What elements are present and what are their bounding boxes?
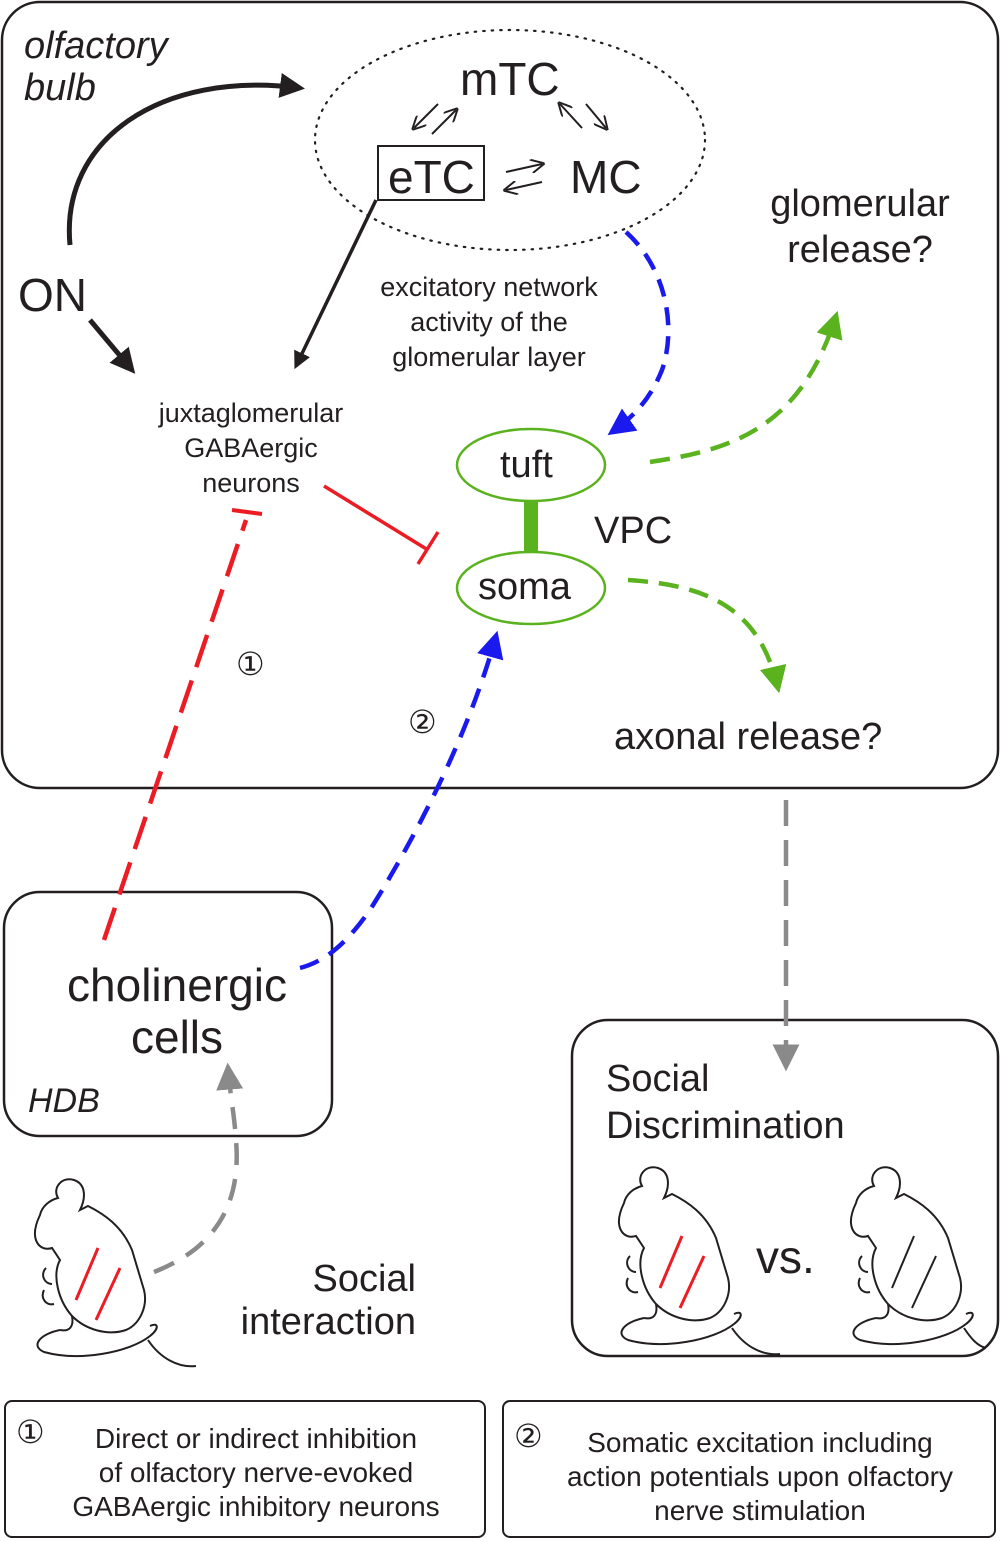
mtc-mc-reciprocal-arrows [560, 104, 606, 128]
olfactory-bulb-label: olfactory bulb [24, 25, 168, 109]
social-discrimination-label: Social Discrimination [606, 1058, 845, 1148]
vpc-dendrite [524, 501, 538, 552]
juxtaglomerular-label: juxtaglomerular GABAergic neurons [158, 398, 344, 499]
olfactory-bulb-box [0, 0, 1000, 790]
marker-2: ② [408, 703, 437, 741]
legend-text-2: Somatic excitation including action pote… [566, 1427, 954, 1527]
legend-marker-1: ① [16, 1413, 45, 1451]
soma-axonal-release-arrow [627, 577, 787, 694]
glomerular-network-ellipse [313, 28, 707, 252]
rat-discrimination-left [618, 1166, 781, 1356]
rat-discrimination-right [850, 1166, 987, 1349]
inhibition-bar-soma [416, 531, 440, 565]
on-to-mtc-arrow [66, 73, 305, 246]
axonal-release-label: axonal release? [614, 716, 883, 758]
rat-social-interaction-stripes [74, 1247, 122, 1321]
interaction-to-cholinergic-arrow [153, 1062, 244, 1275]
on-label: ON [18, 269, 87, 321]
social-interaction-label: Social interaction [240, 1258, 416, 1344]
etc-mc-reciprocal-arrows [506, 164, 542, 190]
hdb-label: HDB [28, 1082, 100, 1120]
mc-label: MC [570, 151, 642, 203]
mtc-etc-reciprocal-arrows [414, 103, 456, 135]
tuft-glomerular-release-arrow [649, 310, 843, 465]
etc-label: eTC [388, 151, 475, 203]
inhibition-bar-juxtaglomerular [231, 508, 263, 516]
mc-to-tuft-excitation-arrow [607, 230, 671, 436]
legend-marker-2: ② [514, 1417, 543, 1455]
network-activity-label: excitatory network activity of the glome… [380, 272, 598, 373]
etc-to-juxtaglomerular-arrow [294, 199, 378, 370]
legend-box-1: ① Direct or indirect inhibition of olfac… [4, 1400, 486, 1538]
rat-social-interaction [34, 1178, 197, 1368]
glomerular-release-label: glomerular release? [770, 183, 950, 271]
cholinergic-excites-soma [299, 630, 504, 971]
mtc-label: mTC [460, 53, 560, 105]
etc-box [377, 145, 485, 201]
rat-discrimination-left-stripes [658, 1235, 706, 1309]
marker-1: ① [236, 645, 265, 683]
cholinergic-cells-label: cholinergic cells [67, 959, 287, 1063]
juxtaglomerular-inhibits-soma [323, 484, 429, 552]
on-to-juxtaglomerular-arrow [88, 318, 136, 374]
legend-box-2: ② Somatic excitation including action po… [502, 1400, 996, 1538]
vpc-label: VPC [594, 510, 673, 552]
hdb-box [2, 890, 334, 1138]
tuft-label: tuft [500, 444, 553, 486]
legend-text-1: Direct or indirect inhibition of olfacto… [72, 1423, 440, 1523]
vs-label: vs. [756, 1231, 815, 1283]
soma-label: soma [478, 566, 571, 608]
cholinergic-inhibits-juxtaglomerular [101, 519, 249, 941]
